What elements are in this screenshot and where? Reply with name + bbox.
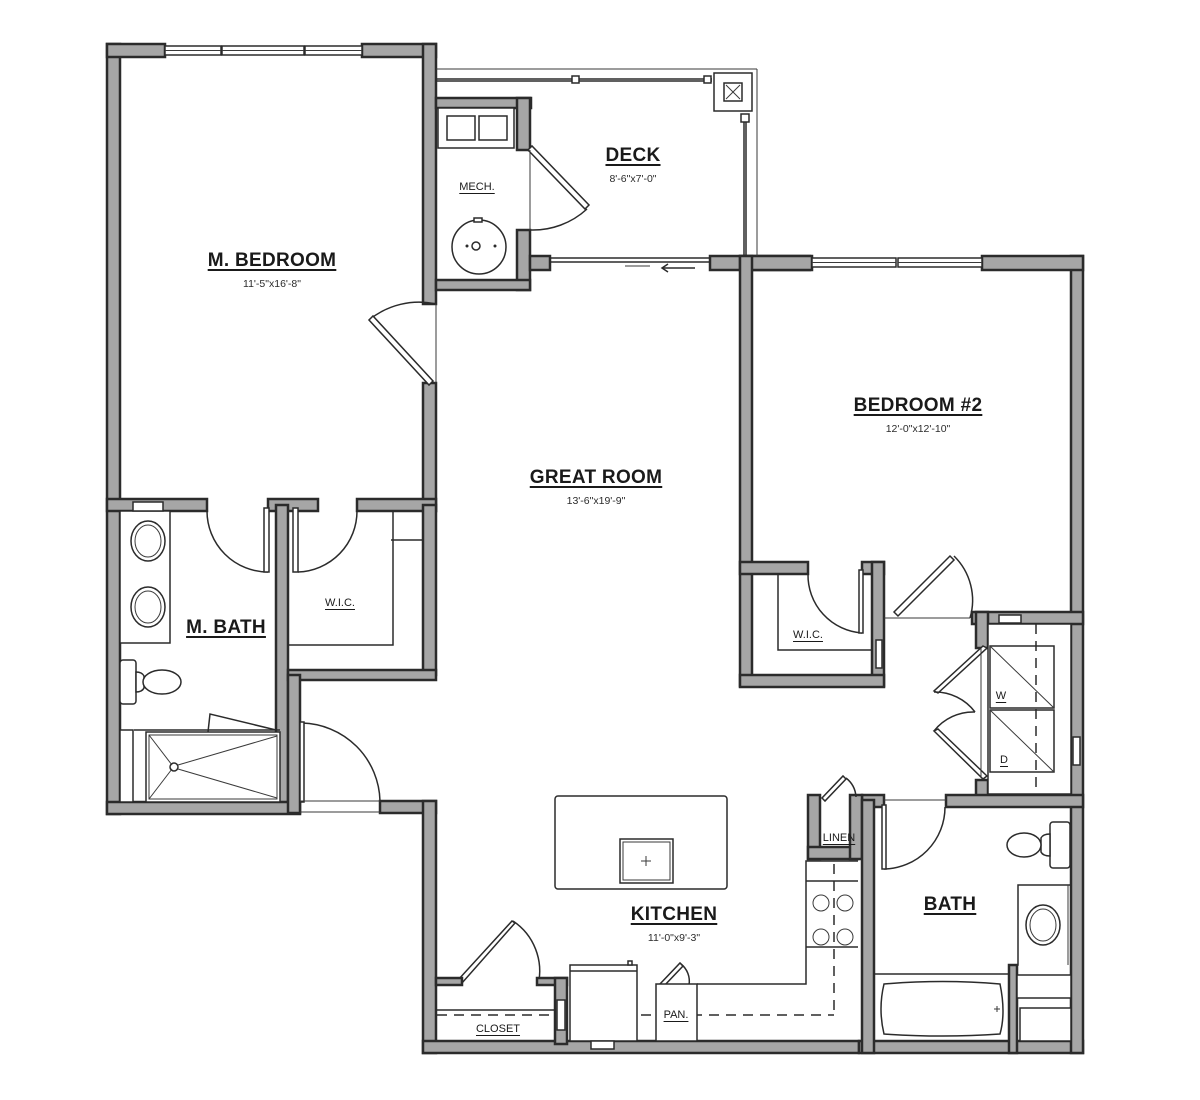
room-linen: LINEN <box>823 828 855 846</box>
sink-icon <box>130 520 166 562</box>
room-name: M. BEDROOM <box>207 250 337 271</box>
room-mech: MECH. <box>459 177 494 195</box>
fixtures <box>119 107 1081 1050</box>
room-name: BEDROOM #2 <box>853 395 983 416</box>
room-name: W <box>995 690 1007 702</box>
bathtub-icon <box>880 980 1004 1037</box>
room-name: M. BATH <box>186 617 266 638</box>
room-master-bath: M. BATH <box>186 617 266 639</box>
room-bedroom2-wic: W.I.C. <box>793 625 823 643</box>
room-name: CLOSET <box>475 1023 521 1035</box>
room-bedroom-2: BEDROOM #2 12'-0"x12'-10" <box>854 395 983 435</box>
deck-railing <box>436 68 758 256</box>
room-name: MECH. <box>459 181 495 193</box>
room-closet: CLOSET <box>476 1019 520 1037</box>
toilet-icon <box>119 659 137 705</box>
room-name: D <box>1000 754 1008 766</box>
sink-icon <box>1025 904 1061 946</box>
room-master-bedroom: M. BEDROOM 11'-5"x16'-8" <box>208 250 337 290</box>
room-dimensions: 11'-5"x16'-8" <box>243 278 301 290</box>
room-name: PAN. <box>663 1009 689 1021</box>
room-name: W.I.C. <box>325 597 355 609</box>
room-dimensions: 12'-0"x12'-10" <box>885 423 951 435</box>
room-great-room: GREAT ROOM 13'-6"x19'-9" <box>530 467 662 507</box>
walls <box>105 42 1085 1055</box>
room-name: GREAT ROOM <box>529 467 663 488</box>
shower-icon <box>145 731 281 803</box>
dryer-label: D <box>1000 750 1008 768</box>
room-name: KITCHEN <box>630 904 718 925</box>
room-master-wic: W.I.C. <box>325 593 355 611</box>
refrigerator-icon <box>569 964 638 1042</box>
room-name: LINEN <box>822 832 856 844</box>
room-name: BATH <box>923 894 977 915</box>
room-dimensions: 13'-6"x19'-9" <box>566 495 626 507</box>
washer-label: W <box>996 686 1006 704</box>
room-bath: BATH <box>924 894 977 916</box>
room-dimensions: 8'-6"x7'-0" <box>609 173 657 185</box>
room-pantry: PAN. <box>664 1005 689 1023</box>
toilet-icon <box>1049 821 1071 869</box>
room-dimensions: 11'-0"x9'-3" <box>647 932 701 944</box>
room-name: W.I.C. <box>793 629 823 641</box>
sink-icon <box>130 586 166 628</box>
room-name: DECK <box>605 145 661 166</box>
windows <box>164 45 983 273</box>
room-kitchen: KITCHEN 11'-0"x9'-3" <box>631 904 718 944</box>
room-deck: DECK 8'-6"x7'-0" <box>605 145 660 185</box>
